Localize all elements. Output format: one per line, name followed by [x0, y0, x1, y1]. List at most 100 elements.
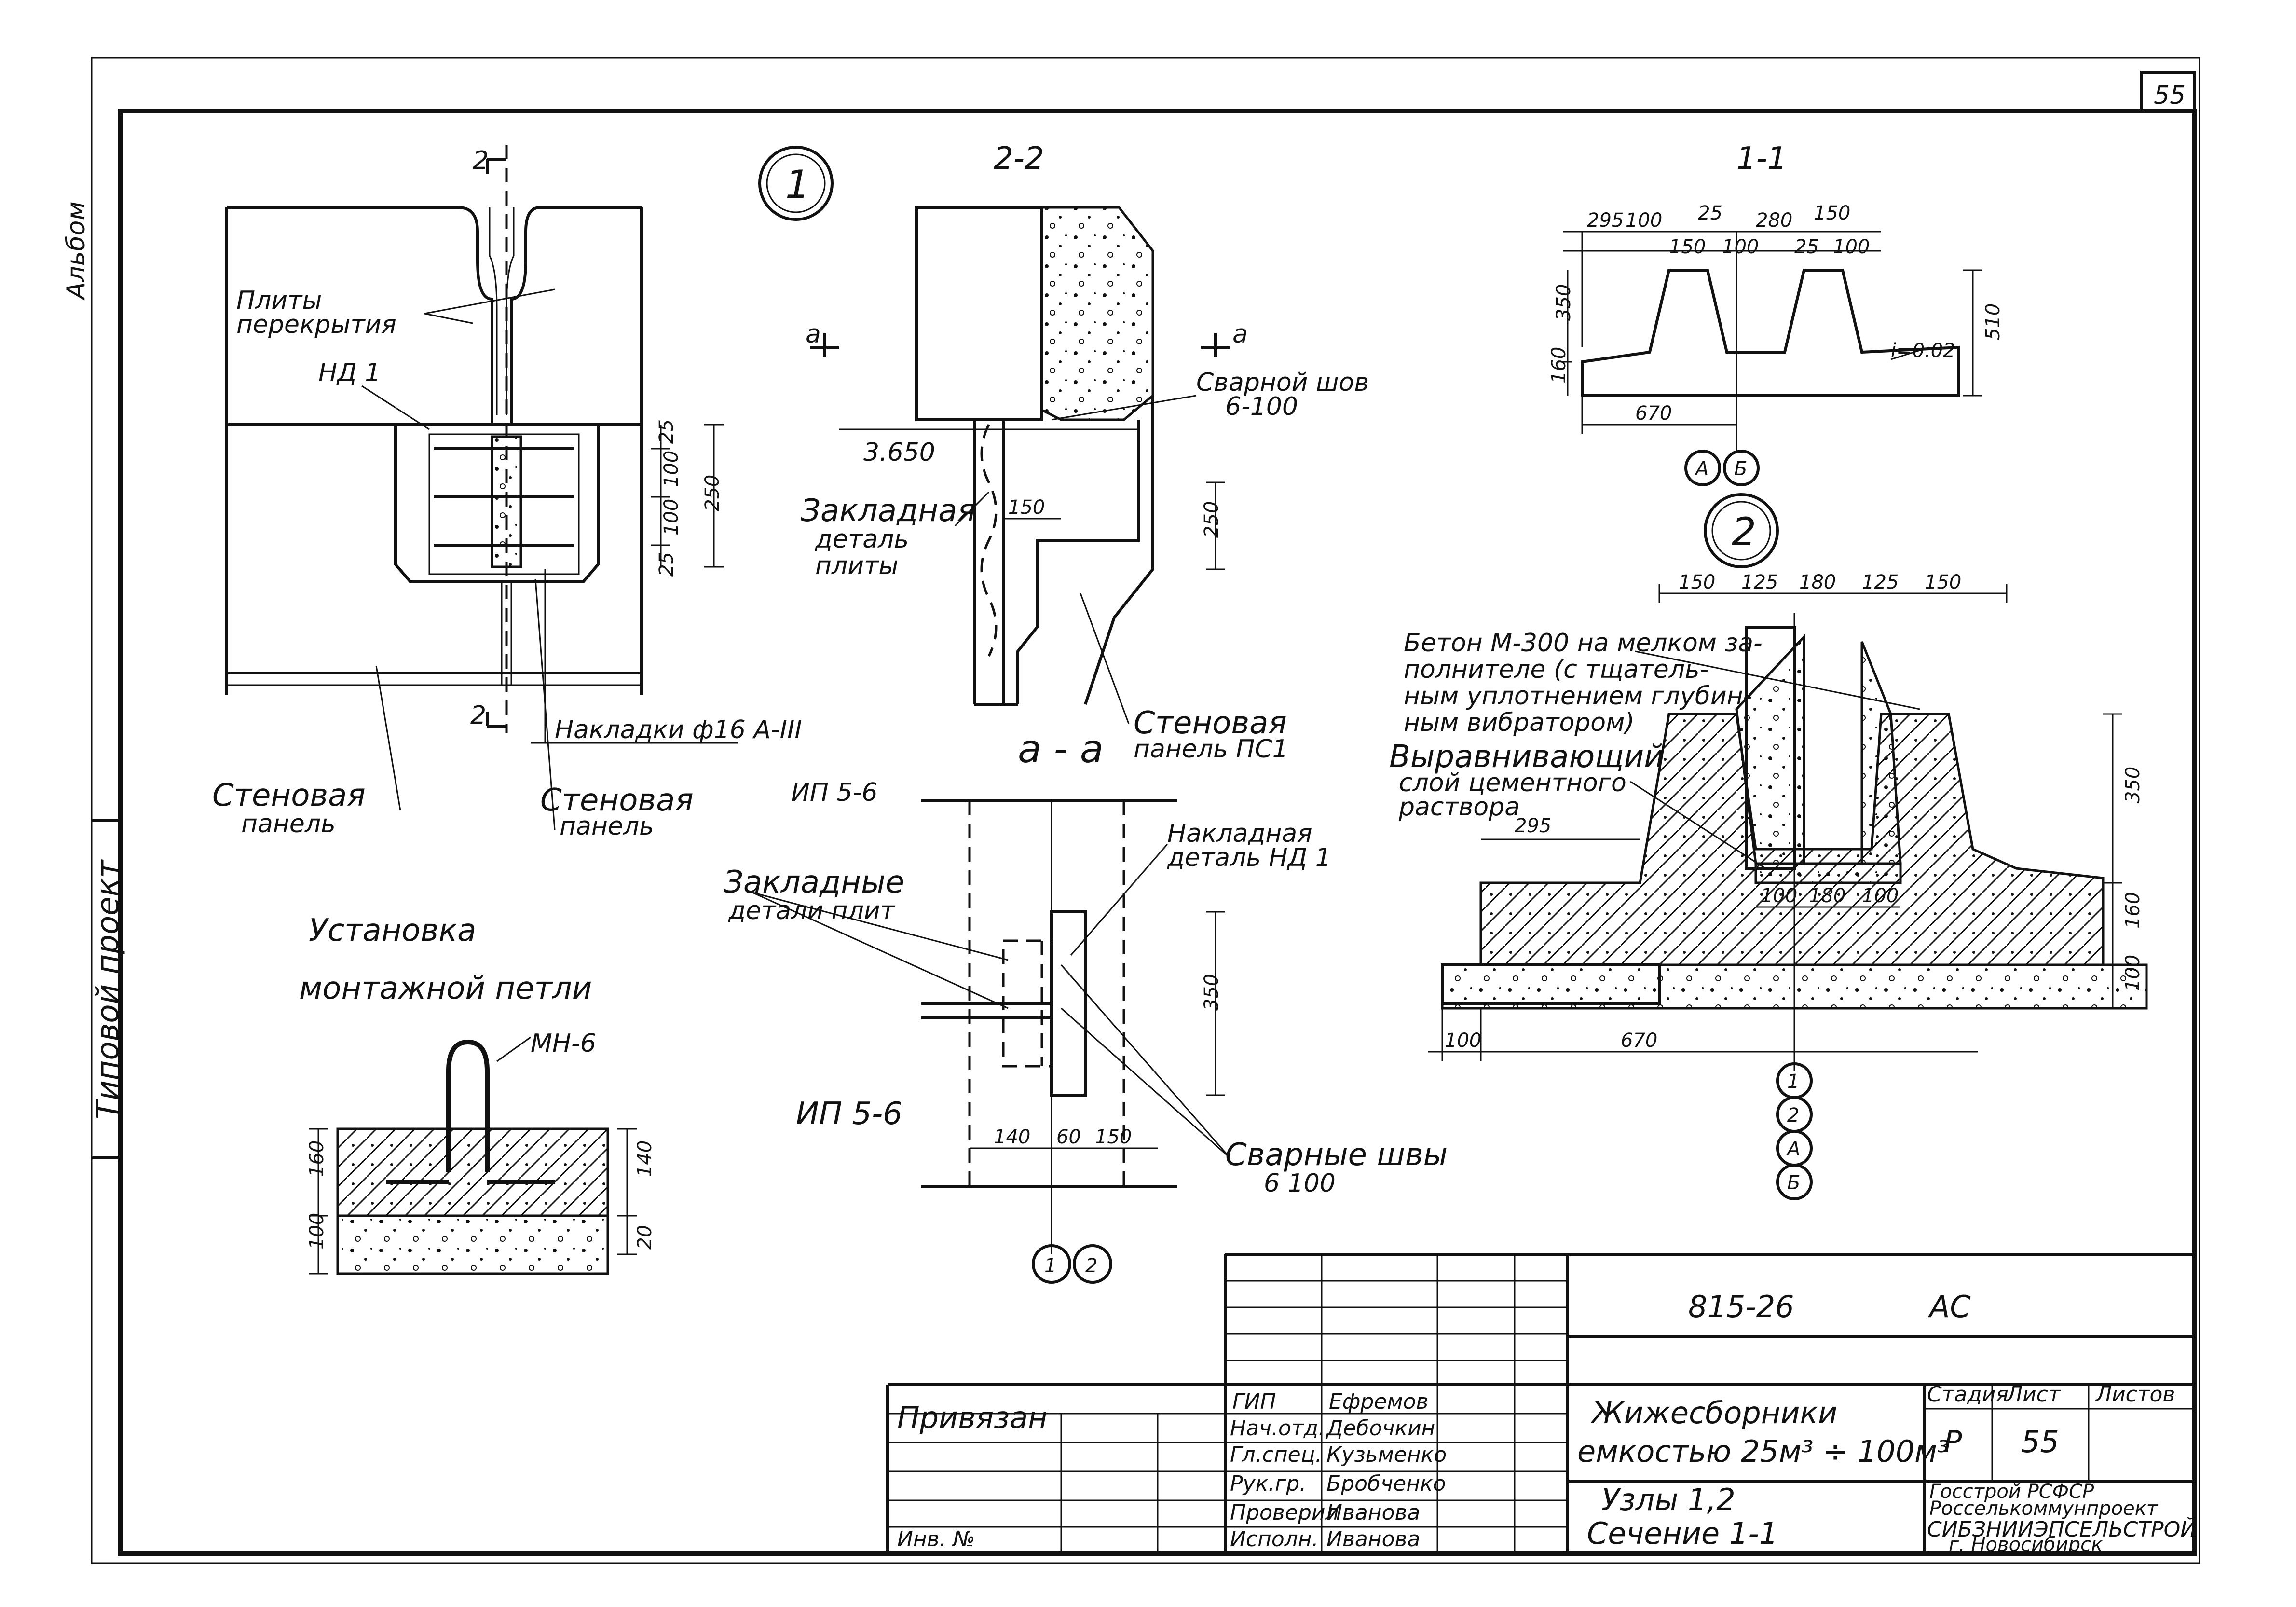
title-block-title-1: Жижесборники [1590, 1395, 1837, 1430]
title-block-role-6: Исполн. [1230, 1527, 1319, 1552]
section11-dim-side-510: 510 [1982, 303, 2004, 340]
section11-dim-top-4: 280 [1756, 209, 1792, 232]
section22-label-embed-1: Закладная [801, 493, 976, 529]
title-block-name-3: Кузьменко [1326, 1442, 1447, 1467]
node2-dim-top-2: 125 [1741, 571, 1778, 593]
title-block-role-2: Нач.отд. [1230, 1416, 1325, 1441]
section-aa-label-embeds-1: Закладные [724, 865, 904, 900]
section11-dim-side-160: 160 [1548, 347, 1570, 384]
section11-dim-top-3: 25 [1698, 202, 1722, 224]
loop-title-2: монтажной петли [299, 971, 592, 1006]
section11-dim-top-7: 100 [1722, 236, 1759, 258]
section-aa-title: а - а [1018, 727, 1104, 771]
section22-cut-mark-left: а [806, 320, 821, 349]
title-block-title-2: емкостью 25м³ ÷ 100м³ [1577, 1434, 1949, 1469]
title-block-sheet-label: Лист [2006, 1382, 2061, 1407]
node2-label-concrete-2: полнителе (с тщатель- [1404, 655, 1708, 684]
title-block-mark: АС [1927, 1289, 1971, 1324]
node2-dim-right-1: 350 [2122, 767, 2144, 803]
node2-label-leveling-2: слой цементного [1399, 769, 1626, 797]
section-aa-dim-350: 350 [1201, 974, 1223, 1011]
loop-dim-right-2: 140 [634, 1140, 656, 1177]
node1-label-wall-left-1: Стеновая [212, 778, 366, 813]
section22-title: 2-2 [994, 141, 1044, 177]
title-block-org-2: Росселькоммунпроект [1929, 1497, 2159, 1520]
section-aa-dim-140: 140 [994, 1126, 1030, 1148]
section22-dim-250: 250 [1201, 501, 1223, 538]
section22-drawing [810, 206, 1230, 724]
node1-dim-2: 100 [660, 451, 683, 487]
node1-label-wall-right-2: панель [560, 812, 654, 841]
section22-dim-150: 150 [1008, 496, 1045, 519]
section11-slope: i=0.02 [1891, 340, 1955, 362]
title-block-org-1: Госстрой РСФСР [1929, 1481, 2094, 1503]
section11-dim-top-9: 100 [1833, 236, 1870, 258]
node2-dim-295: 295 [1515, 815, 1551, 837]
section-aa-label-welds-1: Сварные швы [1225, 1137, 1448, 1173]
section22-level: 3.650 [863, 438, 935, 467]
section11-dim-top-1: 295 [1587, 209, 1624, 232]
title-block-role-3: Гл.спец. [1230, 1442, 1322, 1467]
node1-dim-1: 25 [656, 419, 678, 444]
node1-dim-4: 25 [656, 552, 678, 577]
node2-dim-bottom-2: 670 [1621, 1030, 1657, 1052]
node2-label-leveling-3: раствора [1398, 793, 1520, 822]
node2-dim-mid-2: 180 [1809, 885, 1845, 907]
node1-label-wall-right-1: Стеновая [540, 783, 694, 818]
section22-label-weld-1: Сварной шов [1196, 368, 1369, 397]
title-block-subtitle-2: Сечение 1-1 [1587, 1516, 1778, 1551]
title-block-name-5: Иванова [1326, 1500, 1420, 1525]
section-aa-label-overlay-2: деталь НД 1 [1167, 843, 1331, 872]
node1-label-plates-2: перекрытия [236, 310, 396, 339]
node2-dim-mid-1: 100 [1761, 885, 1797, 907]
node2-dim-right-2: 160 [2122, 892, 2144, 929]
node2-axis-1: 1 [1787, 1071, 1799, 1093]
node1-label-overlay: Накладки ф16 А-III [555, 715, 802, 744]
section-aa-axis-2: 2 [1085, 1255, 1097, 1277]
title-block-name-6: Иванова [1326, 1527, 1420, 1552]
node2-dim-top-5: 150 [1925, 571, 1961, 593]
node2-axis-2: 2 [1787, 1104, 1799, 1126]
node1-section-mark-bottom: 2 [470, 701, 486, 730]
section-aa-label-ip-top: ИП 5-6 [791, 778, 877, 807]
title-block-sheets-label: Листов [2095, 1382, 2175, 1407]
margin-text-project: Типовой проект [90, 859, 126, 1119]
node1-dim-3: 100 [660, 499, 683, 536]
section-aa-label-welds-2: 6 100 [1264, 1169, 1336, 1198]
title-block-role-1: ГИП [1232, 1389, 1276, 1414]
section-aa-dim-60: 60 [1056, 1126, 1081, 1148]
loop-title-1: Установка [309, 913, 476, 948]
title-block-org-3: СИБЗНИИЭПСЕЛЬСТРОЙ [1927, 1516, 2196, 1542]
title-block-role-4: Рук.гр. [1230, 1471, 1306, 1496]
section-aa-drawing [752, 799, 1231, 1284]
node1-section-mark-top: 2 [473, 146, 489, 175]
section11-dim-top-8: 25 [1794, 236, 1819, 258]
margin-text-album: Альбом [62, 201, 91, 301]
section11-dim-top-6: 150 [1669, 236, 1706, 258]
node2-dim-top-4: 125 [1862, 571, 1899, 593]
title-block-subtitle-1: Узлы 1,2 [1601, 1482, 1736, 1517]
title-block-role-5: Проверил [1230, 1500, 1339, 1525]
node1-label-plates-1: Плиты [236, 286, 322, 315]
node2-label-concrete-1: Бетон М-300 на мелком за- [1404, 629, 1763, 658]
node2-dim-bottom-1: 100 [1445, 1030, 1481, 1052]
node2-dim-right-3: 100 [2122, 955, 2144, 991]
section11-axis-b: Б [1734, 458, 1747, 480]
section11-title: 1-1 [1736, 141, 1787, 177]
loop-dim-right-1: 20 [634, 1225, 656, 1250]
title-block-code: 815-26 [1688, 1289, 1794, 1324]
node2-dim-top-3: 180 [1799, 571, 1836, 593]
title-block-name-1: Ефремов [1329, 1389, 1428, 1414]
node2-axis-b: Б [1787, 1172, 1800, 1194]
section-aa-dim-150: 150 [1095, 1126, 1132, 1148]
loop-drawing [309, 1036, 637, 1275]
title-block-stage-value: Р [1944, 1424, 1962, 1459]
section11-drawing [1563, 231, 1982, 486]
section22-label-embed-2: деталь [815, 525, 909, 554]
node1-label-nd: НД 1 [318, 358, 381, 387]
node2-badge: 2 [1732, 509, 1756, 554]
section-aa-axis-1: 1 [1044, 1255, 1056, 1277]
node2-dim-top-1: 150 [1679, 571, 1715, 593]
loop-label: МН-6 [531, 1029, 596, 1058]
node2-dim-mid-3: 100 [1862, 885, 1899, 907]
